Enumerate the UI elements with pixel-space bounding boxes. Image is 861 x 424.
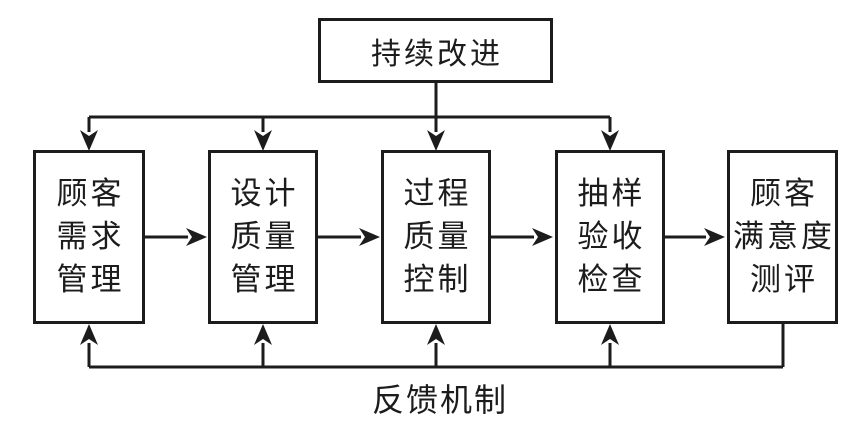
feedback-mechanism-label: 反馈机制 — [371, 381, 508, 419]
right-arrowhead-4-5 — [704, 228, 725, 246]
box-line: 检查 — [577, 261, 646, 298]
up-arrowhead-1 — [80, 324, 98, 345]
down-arrowhead-4 — [601, 130, 619, 151]
box-line: 抽样 — [577, 175, 646, 212]
customer-demand-management-box: 顾客 需求 管理 — [33, 150, 145, 324]
up-arrowhead-4 — [601, 324, 619, 345]
box-line: 控制 — [403, 261, 472, 298]
box-line: 管理 — [56, 261, 125, 298]
down-arrowhead-2 — [254, 130, 272, 151]
box-line: 管理 — [230, 261, 299, 298]
right-arrowhead-2-3 — [359, 228, 380, 246]
right-arrowhead-1-2 — [186, 228, 207, 246]
box-line: 测评 — [750, 261, 818, 298]
sampling-acceptance-inspection-box: 抽样 验收 检查 — [555, 150, 665, 324]
process-quality-control-box: 过程 质量 控制 — [381, 150, 491, 324]
box-line: 设计 — [230, 175, 299, 212]
continuous-improvement-box: 持续改进 — [318, 18, 553, 83]
down-arrowhead-3 — [427, 130, 445, 151]
box-line: 顾客 — [750, 175, 818, 212]
box-line: 需求 — [56, 218, 125, 255]
box-line: 满意度 — [733, 218, 835, 255]
design-quality-management-box: 设计 质量 管理 — [208, 150, 318, 324]
box-line: 顾客 — [56, 175, 125, 212]
customer-satisfaction-evaluation-box: 顾客 满意度 测评 — [727, 150, 838, 324]
box-line: 质量 — [230, 218, 299, 255]
right-arrowhead-3-4 — [532, 228, 553, 246]
up-arrowhead-2 — [254, 324, 272, 345]
up-arrowhead-3 — [427, 324, 445, 345]
box-line: 过程 — [403, 175, 472, 212]
continuous-improvement-label: 持续改进 — [371, 36, 503, 72]
down-arrowhead-1 — [80, 130, 98, 151]
box-line: 验收 — [577, 218, 646, 255]
box-line: 质量 — [403, 218, 472, 255]
